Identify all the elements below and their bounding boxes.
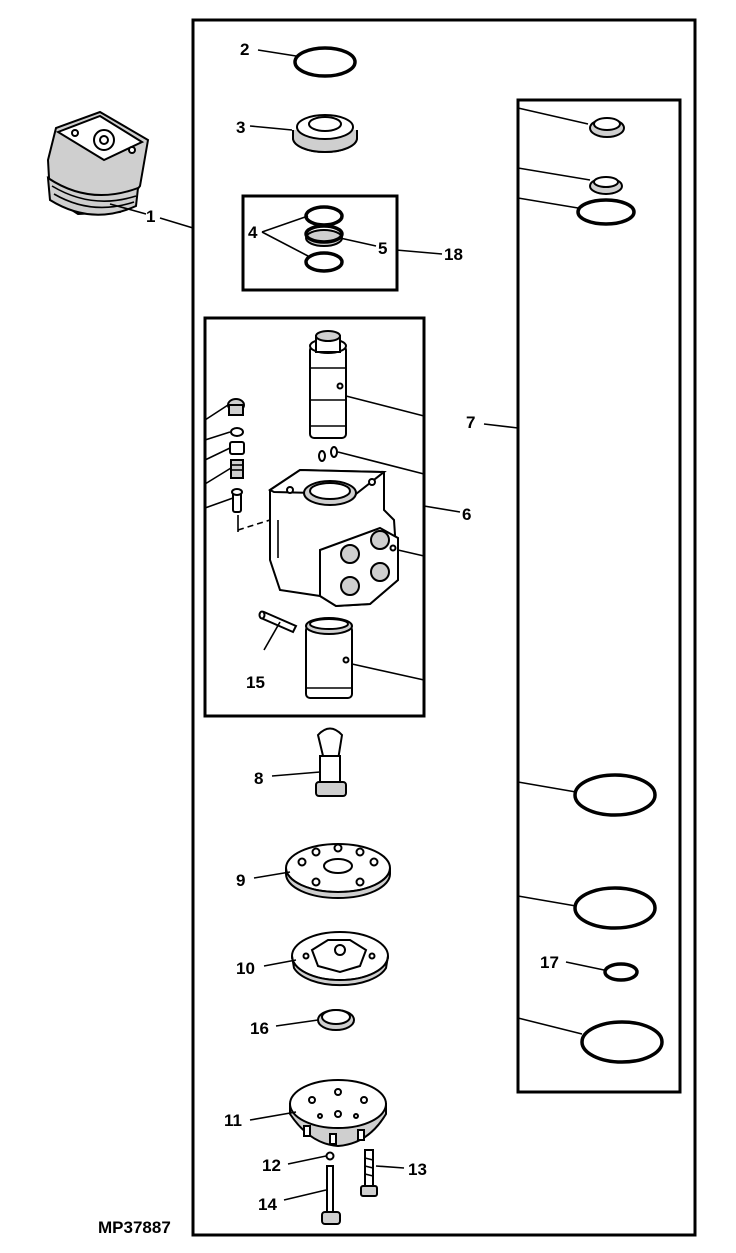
callout-6: 6 (462, 505, 471, 524)
cap-screw (360, 1149, 378, 1197)
spacer-plate (285, 843, 391, 899)
seal-kit-frame (516, 98, 682, 1094)
kit-o-ring-large-1 (573, 773, 657, 817)
small-o-rings (318, 446, 338, 462)
callout-1: 1 (146, 207, 155, 226)
callout-11: 11 (224, 1111, 242, 1130)
kit-seal-small (589, 117, 625, 138)
leader-lines (109, 49, 605, 1201)
kit-seal-double (576, 176, 636, 226)
spool-sleeve-lower (305, 617, 353, 699)
figure-id: MP37887 (98, 1218, 171, 1237)
callout-9: 9 (236, 871, 245, 890)
relief-valve-parts (227, 398, 245, 513)
callout-14: 14 (258, 1195, 277, 1214)
pin-bolt (321, 1165, 341, 1225)
main-kit-frame (191, 18, 697, 1237)
callout-8: 8 (254, 769, 263, 788)
callout-15: 15 (246, 673, 265, 692)
kit-o-ring-small (603, 962, 639, 982)
valve-housing-frame (203, 316, 426, 718)
gerotor-set (291, 931, 389, 987)
callout-10: 10 (236, 959, 255, 978)
seal-ring (293, 46, 357, 78)
valve-housing-block (237, 468, 400, 608)
callout-16: 16 (250, 1019, 269, 1038)
kit-o-ring-large-2 (573, 886, 657, 930)
callout-7: 7 (466, 413, 475, 432)
spool-sleeve-upper (309, 330, 347, 439)
callout-3: 3 (236, 118, 245, 137)
cross-pin (258, 610, 298, 634)
callout-17: 17 (540, 953, 559, 972)
callout-4: 4 (248, 223, 258, 242)
callout-12: 12 (262, 1156, 281, 1175)
seal-subkit-frame (241, 194, 399, 292)
end-cap (289, 1079, 387, 1148)
callout-13: 13 (408, 1160, 427, 1179)
callout-5: 5 (378, 239, 387, 258)
drive-shaft (315, 727, 347, 797)
callout-18: 18 (444, 245, 463, 264)
callout-2: 2 (240, 40, 249, 59)
washer (317, 1009, 355, 1031)
kit-o-ring-large-3 (580, 1020, 664, 1064)
steering-unit-assembly (46, 110, 150, 216)
o-ring-set (304, 205, 344, 273)
bushing-seal (292, 114, 358, 153)
check-ball (325, 1151, 335, 1161)
